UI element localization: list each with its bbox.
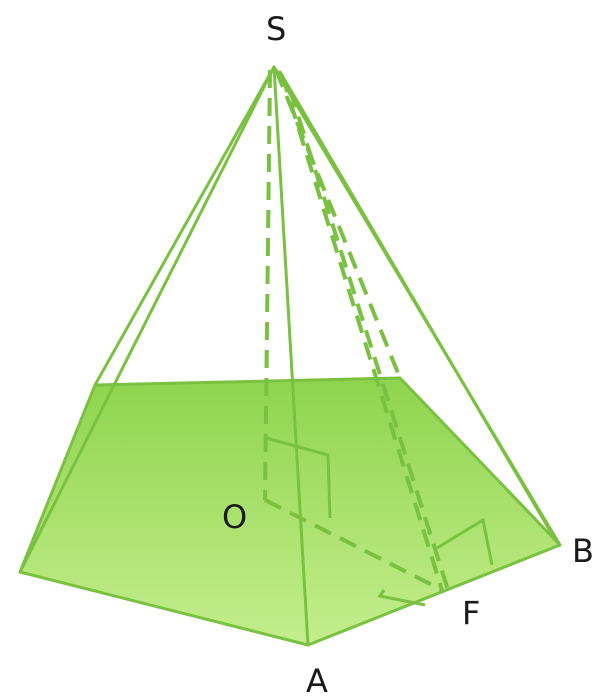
edge-s-b-inner [278, 70, 558, 543]
edge-s-left-back [93, 65, 276, 387]
apothem-sf-inner [288, 89, 450, 591]
lateral-edges [18, 65, 562, 647]
segment-of [264, 498, 443, 592]
right-angle-markers [265, 436, 494, 607]
pyramid-base [18, 376, 562, 647]
label-o: O [222, 498, 247, 536]
right-angle-marker-f-bottom [377, 589, 426, 607]
label-b: B [572, 532, 594, 570]
right-angle-marker-f-top [436, 517, 494, 566]
label-s: S [266, 10, 286, 48]
label-f: F [462, 594, 480, 632]
edge-s-left-front [18, 65, 276, 574]
apothem-sf [280, 74, 444, 591]
label-a: A [306, 662, 328, 699]
height-so [263, 69, 272, 501]
dashed-lines [263, 69, 450, 592]
edge-s-a [272, 65, 310, 647]
right-angle-marker-o [265, 436, 332, 519]
